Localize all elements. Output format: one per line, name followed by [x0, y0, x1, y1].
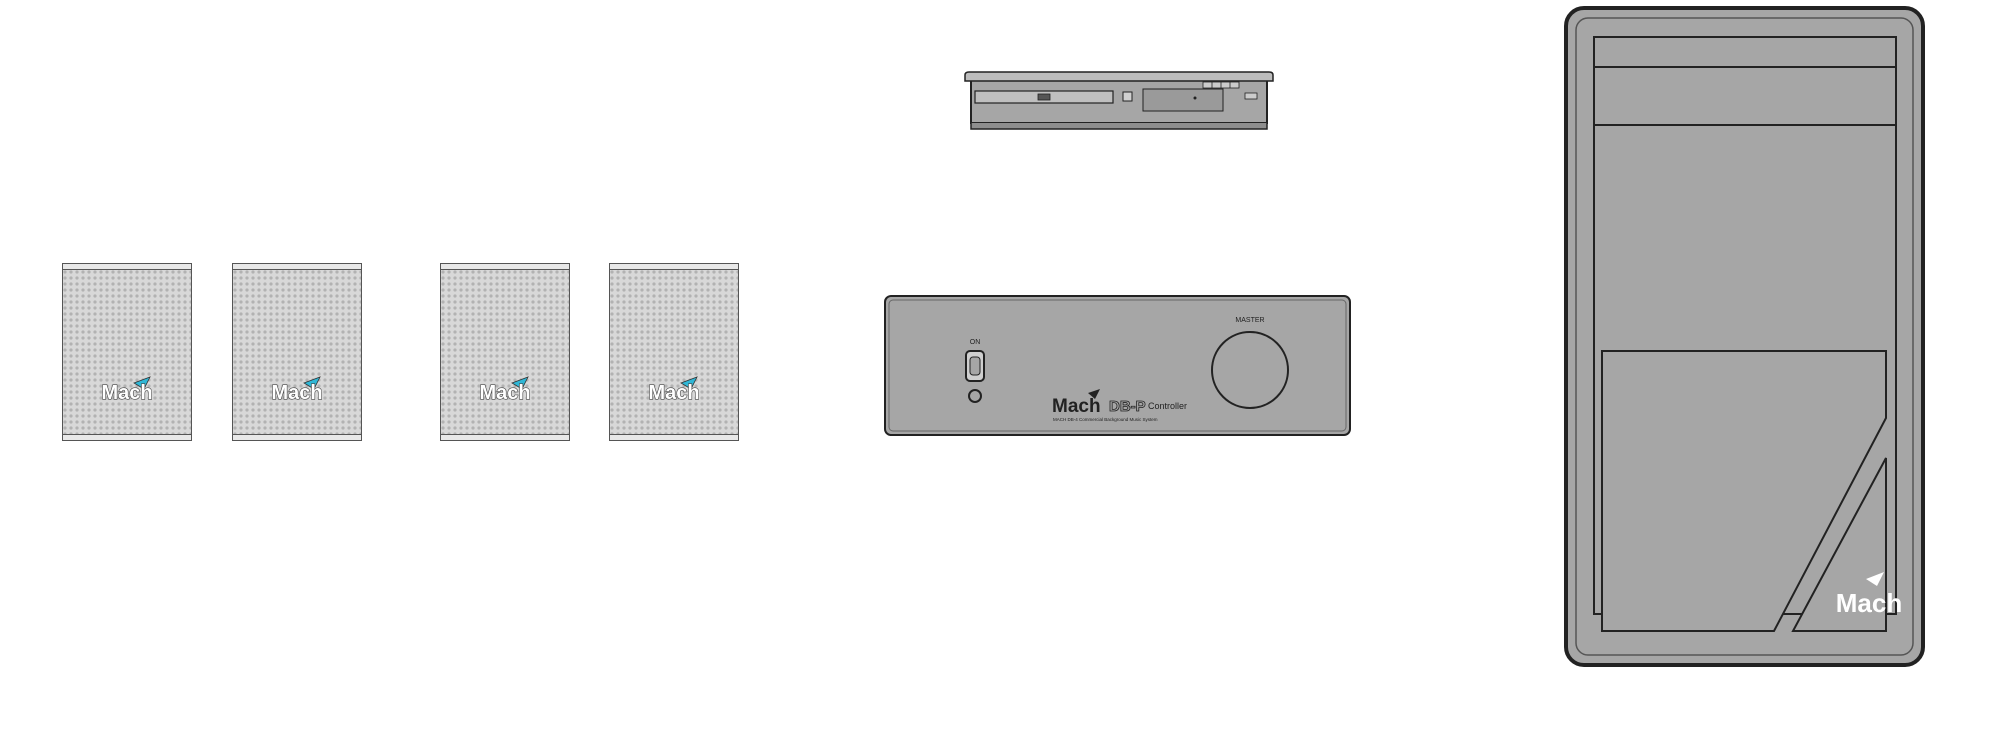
power-label: ON	[970, 339, 981, 346]
power-button[interactable]	[1244, 92, 1258, 100]
speaker-brand: Mach	[101, 382, 152, 404]
power-led	[968, 389, 982, 403]
controller-brand: Mach	[1052, 396, 1101, 417]
speaker-3: Mach	[440, 263, 570, 441]
speaker-brand: Mach	[271, 382, 322, 404]
tower-brand: Mach	[1836, 588, 1902, 618]
speaker-4: Mach	[609, 263, 739, 441]
dvd-player	[963, 71, 1275, 131]
lower-door[interactable]	[1601, 350, 1887, 632]
display-window	[1142, 88, 1224, 112]
controller-model: DB-P	[1109, 398, 1146, 415]
mach-logo-icon	[511, 376, 529, 390]
tower-unit: Mach	[1564, 6, 1925, 667]
speaker-brand: Mach	[479, 382, 530, 404]
master-volume-knob[interactable]	[1211, 331, 1289, 409]
mach-logo-icon	[680, 376, 698, 390]
speaker-brand: Mach	[648, 382, 699, 404]
db-p-controller: ON MASTER Mach DB-P Controller MACH DB-4…	[884, 295, 1351, 436]
mach-logo-icon	[1088, 389, 1100, 399]
controller-model-suffix: Controller	[1148, 401, 1187, 411]
mach-logo-icon	[1866, 572, 1884, 586]
mach-logo-icon	[133, 376, 151, 390]
speaker-1: Mach	[62, 263, 192, 441]
corner-badge-panel	[1791, 457, 1887, 632]
master-label: MASTER	[1235, 317, 1264, 324]
mach-logo-icon	[303, 376, 321, 390]
speaker-2: Mach	[232, 263, 362, 441]
controller-subtitle: MACH DB-4 Commercial Background Music Sy…	[1053, 417, 1158, 422]
eject-button[interactable]	[1122, 91, 1133, 102]
top-panel	[1593, 36, 1897, 126]
